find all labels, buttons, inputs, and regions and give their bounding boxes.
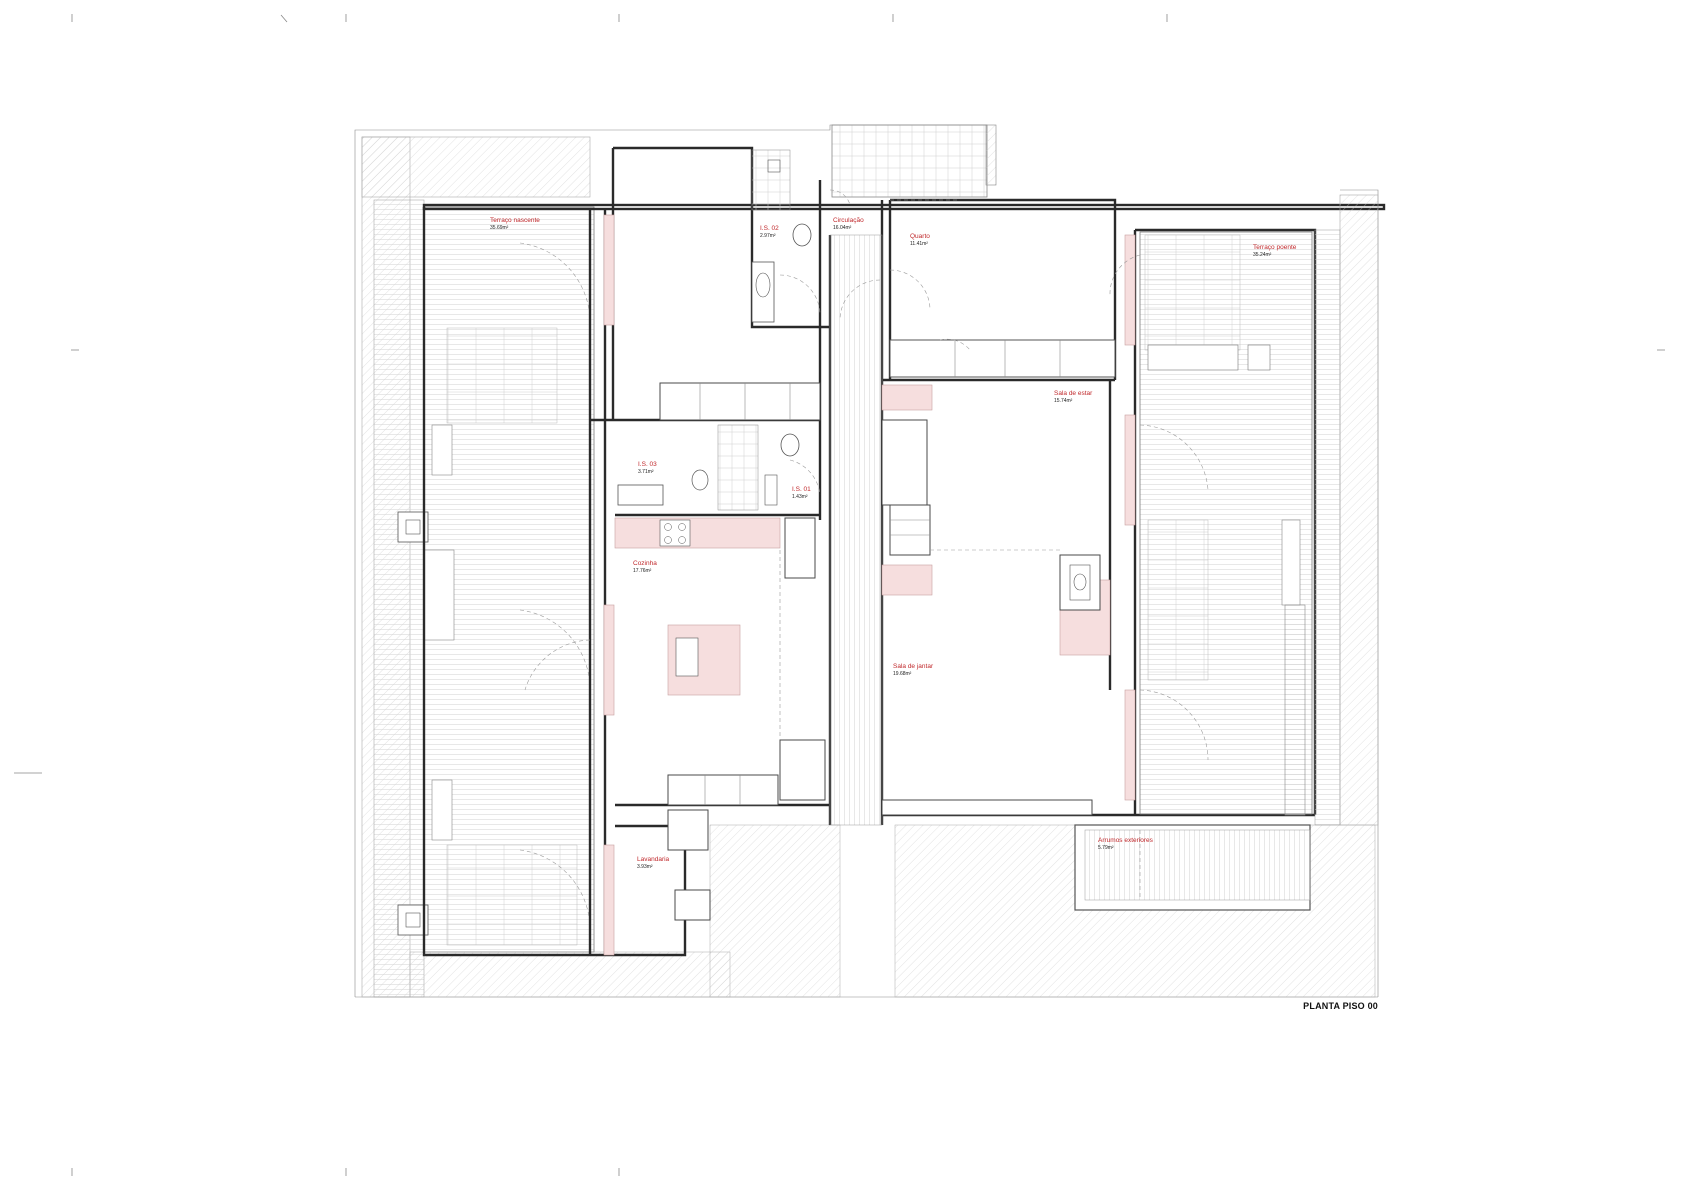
room-area-terraco-nascente: 35.69m² [490, 225, 509, 231]
room-area-terraco-poente: 35.24m² [1253, 252, 1272, 258]
right-deck-strip [1314, 229, 1341, 826]
room-label-is-02: I.S. 02 [760, 225, 779, 232]
room-label-terraco-poente: Terraço poente [1253, 244, 1297, 251]
stair-fireplace [889, 254, 1141, 611]
terrace-west [1139, 231, 1313, 816]
bathroom-is02-fixtures [751, 149, 821, 323]
room-area-cozinha: 17.76m² [633, 568, 652, 574]
room-label-is-03: I.S. 03 [638, 461, 657, 468]
circulation-corridor [829, 189, 960, 826]
room-area-quarto: 11.41m² [910, 241, 928, 247]
room-labels: Terraço nascente 35.69m² I.S. 02 2.97m² … [490, 217, 1297, 870]
room-area-is-02: 2.97m² [760, 233, 776, 239]
room-label-circulacao: Circulação [833, 217, 864, 224]
bottom-hatch-left [409, 951, 731, 998]
bathroom-is03-is01-fixtures [617, 424, 821, 511]
bedroom-fixtures [889, 269, 1116, 378]
room-label-arrumos-exteriores: Arrumos exteriores [1098, 837, 1154, 844]
room-area-sala-de-jantar: 19.68m² [893, 671, 912, 677]
right-perimeter-hatch [1339, 194, 1379, 826]
drawing-title: PLANTA PISO 00 [1303, 1001, 1378, 1011]
entry-terrace-wall [985, 124, 997, 186]
room-area-is-01: 1.43m² [792, 494, 808, 500]
room-label-sala-de-jantar: Sala de jantar [893, 663, 934, 670]
bottom-hatch-center [709, 824, 841, 998]
room-area-is-03: 3.71m² [638, 469, 654, 475]
room-area-lavandaria: 3.93m² [637, 864, 653, 870]
crop-marks [14, 14, 1665, 1176]
room-label-sala-de-estar: Sala de estar [1054, 390, 1093, 397]
left-lower-deck-wall [373, 199, 425, 998]
top-left-hatch [361, 136, 591, 198]
room-label-lavandaria: Lavandaria [637, 856, 670, 863]
room-label-terraco-nascente: Terraço nascente [490, 217, 540, 224]
entry-terrace-tiles [831, 124, 988, 198]
exterior-storage [1074, 824, 1311, 911]
room-label-cozinha: Cozinha [633, 560, 657, 567]
room-area-arrumos-exteriores: 5.79m² [1098, 845, 1114, 851]
room-label-quarto: Quarto [910, 233, 930, 240]
terrace-east [397, 206, 595, 953]
room-label-is-01: I.S. 01 [792, 486, 811, 493]
kitchen-fixtures [524, 517, 781, 740]
room-area-circulacao: 16.04m² [833, 225, 852, 231]
room-area-sala-de-estar: 15.74m² [1054, 398, 1073, 404]
cabinetry [659, 382, 1093, 921]
